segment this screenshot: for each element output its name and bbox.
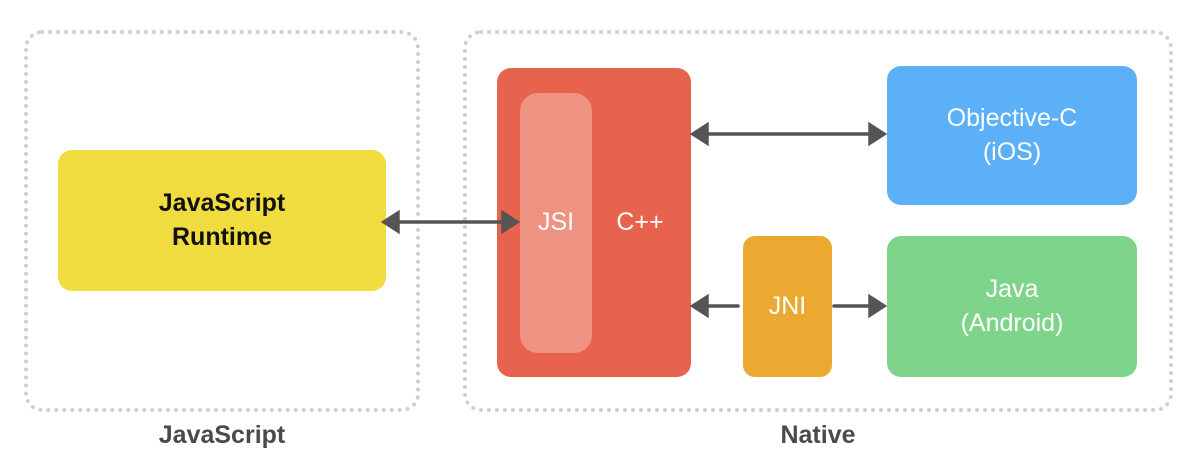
arrowhead-java-side xyxy=(868,293,888,319)
arrowhead-objc-side xyxy=(868,121,888,147)
arrowhead-cpp-side-top xyxy=(689,121,709,147)
cpp-label: C++ xyxy=(616,208,664,236)
java-label-line1: Java xyxy=(985,274,1039,303)
objective-c-ios-node: Objective-C (iOS) xyxy=(887,66,1137,205)
javascript-runtime-label-line1: JavaScript xyxy=(158,188,286,217)
java-android-node: Java (Android) xyxy=(887,236,1137,377)
arrowhead-runtime-side xyxy=(380,209,400,235)
jni-node: JNI xyxy=(743,236,832,377)
objective-c-label-line2: (iOS) xyxy=(982,137,1042,166)
objective-c-label-line1: Objective-C xyxy=(946,103,1078,132)
arrowhead-jsi-side xyxy=(501,209,521,235)
javascript-region-label: JavaScript xyxy=(158,421,286,449)
javascript-runtime-label-line2: Runtime xyxy=(172,222,272,251)
javascript-runtime-node: JavaScript Runtime xyxy=(58,150,386,291)
arrowhead-cpp-side-bottom xyxy=(689,293,709,319)
native-region-label: Native xyxy=(780,421,856,449)
jni-label: JNI xyxy=(768,291,807,320)
jsi-node xyxy=(520,93,592,353)
java-label-line2: (Android) xyxy=(960,308,1064,337)
jsi-label: JSI xyxy=(537,208,575,236)
